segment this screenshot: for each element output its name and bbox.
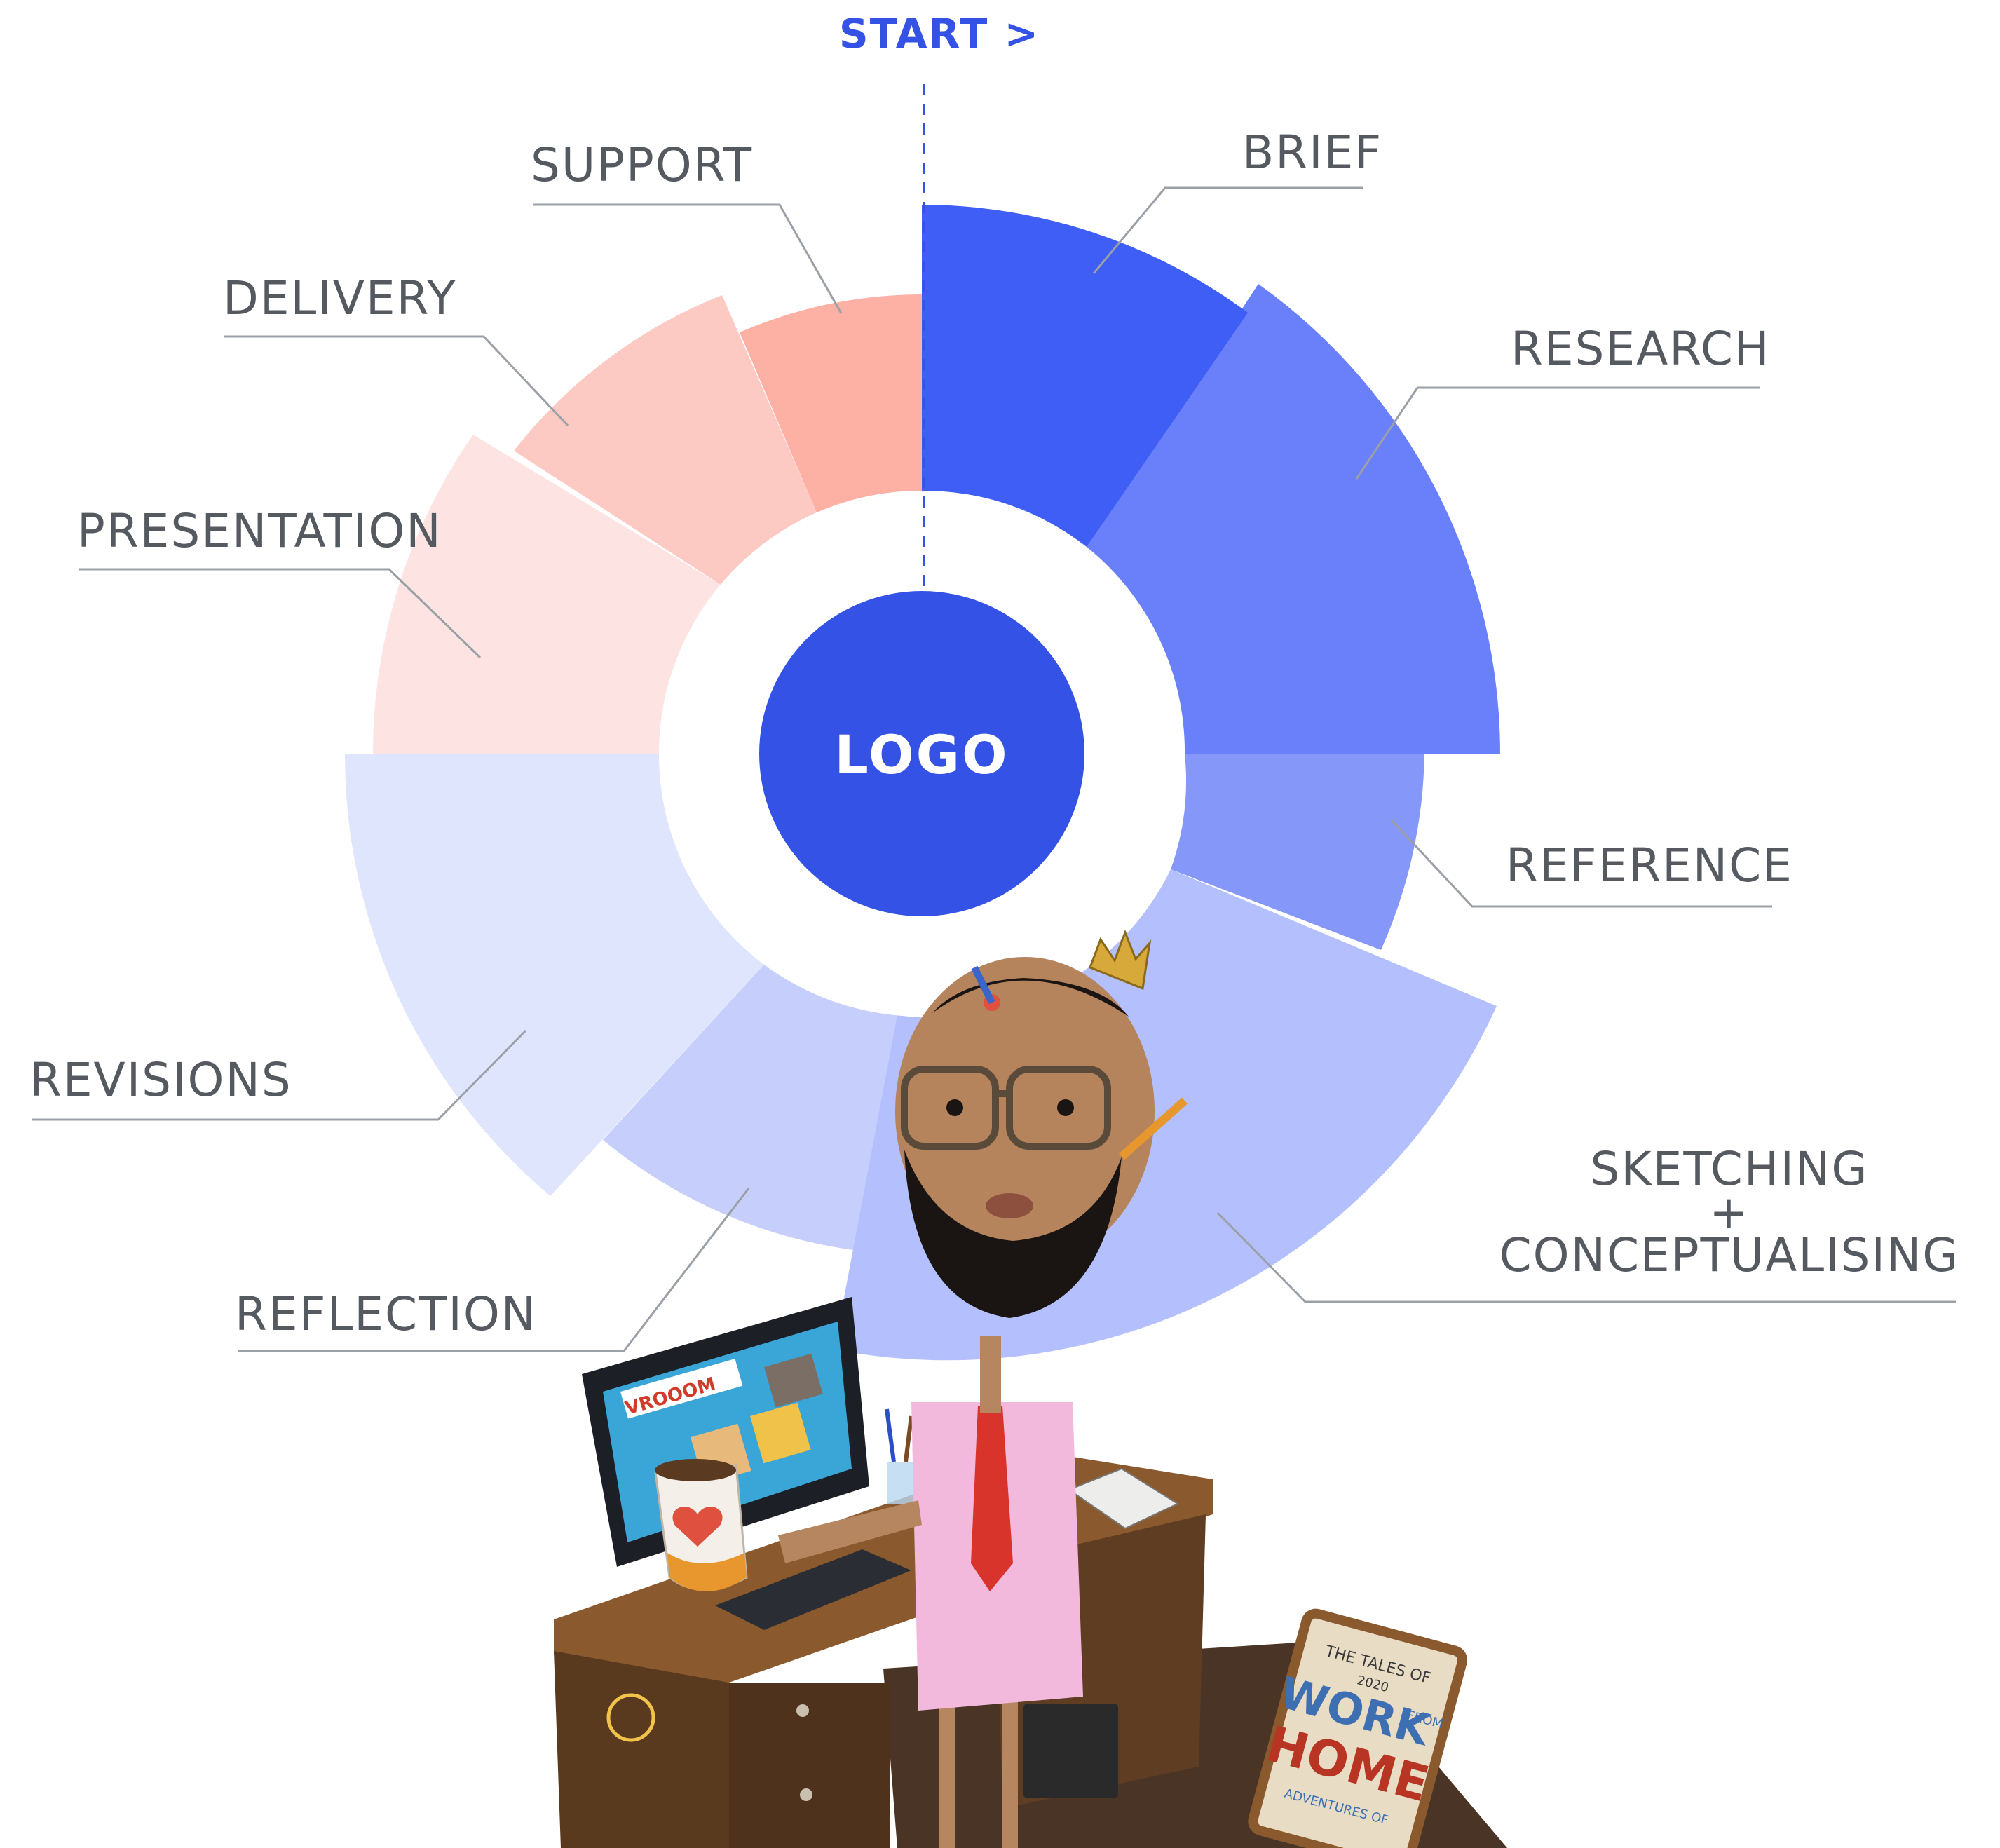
leader-reflection — [238, 1188, 750, 1352]
desk-drawer — [729, 1683, 890, 1848]
leader-research — [1355, 386, 1760, 480]
segment-support — [740, 294, 922, 512]
segment-research — [1087, 284, 1500, 754]
leader-sketching — [1216, 1211, 1956, 1303]
center-label: LOGO — [834, 723, 1009, 786]
segment-reference — [1171, 754, 1424, 950]
drawer-knob — [800, 1788, 812, 1801]
cartoon-person — [778, 929, 1188, 1848]
segment-reflection — [603, 965, 897, 1251]
label-conceptualising: CONCEPTUALISING — [1499, 1228, 1960, 1282]
desk-front-left — [554, 1651, 729, 1848]
wheel: LOGO — [344, 205, 1500, 1361]
label-reflection: REFLECTION — [235, 1287, 537, 1341]
label-presentation: PRESENTATION — [77, 504, 442, 558]
glasses — [901, 1066, 1111, 1150]
label-delivery: DELIVERY — [223, 271, 457, 325]
start-label: START > — [839, 10, 1040, 57]
label-plus: + — [1709, 1185, 1749, 1239]
label-brief: BRIEF — [1242, 125, 1382, 179]
center-disc — [759, 591, 1084, 916]
tie — [971, 1406, 1013, 1591]
smiley-doodle — [606, 1693, 655, 1742]
label-support: SUPPORT — [531, 138, 753, 192]
start-marker: START > — [839, 10, 1040, 592]
cartoon-illustration: VROOOM — [554, 929, 1507, 1848]
book: THE TALES OF 2020 WORK FROM HOME ADVENTU… — [1248, 1608, 1468, 1848]
leader-revisions — [32, 1029, 527, 1121]
label-research: RESEARCH — [1511, 322, 1771, 376]
drawer-knob — [796, 1704, 809, 1717]
leader-support — [533, 203, 843, 314]
newspaper — [1067, 1467, 1180, 1530]
monitor: VROOOM — [582, 1297, 869, 1567]
leader-delivery — [224, 335, 569, 427]
pencil-icon — [1119, 1097, 1188, 1160]
segment-brief — [922, 205, 1248, 547]
leader-reference — [1390, 819, 1772, 908]
segment-presentation — [373, 435, 721, 754]
leader-brief — [1092, 186, 1363, 274]
label-sketching: SKETCHING — [1590, 1142, 1868, 1196]
label-reference: REFERENCE — [1506, 838, 1793, 892]
crown-icon — [1089, 929, 1152, 991]
heart-icon — [672, 1507, 723, 1547]
label-revisions: REVISIONS — [29, 1053, 292, 1107]
leader-presentation — [79, 568, 482, 659]
segment-revisions — [344, 754, 764, 1196]
keyboard — [715, 1549, 911, 1630]
labels: BRIEF RESEARCH REFERENCE SKETCHING + CON… — [29, 125, 1960, 1352]
briefcase — [1023, 1704, 1118, 1798]
segment-delivery — [514, 295, 817, 585]
pen-cup — [887, 1462, 915, 1504]
mug — [654, 1459, 748, 1591]
